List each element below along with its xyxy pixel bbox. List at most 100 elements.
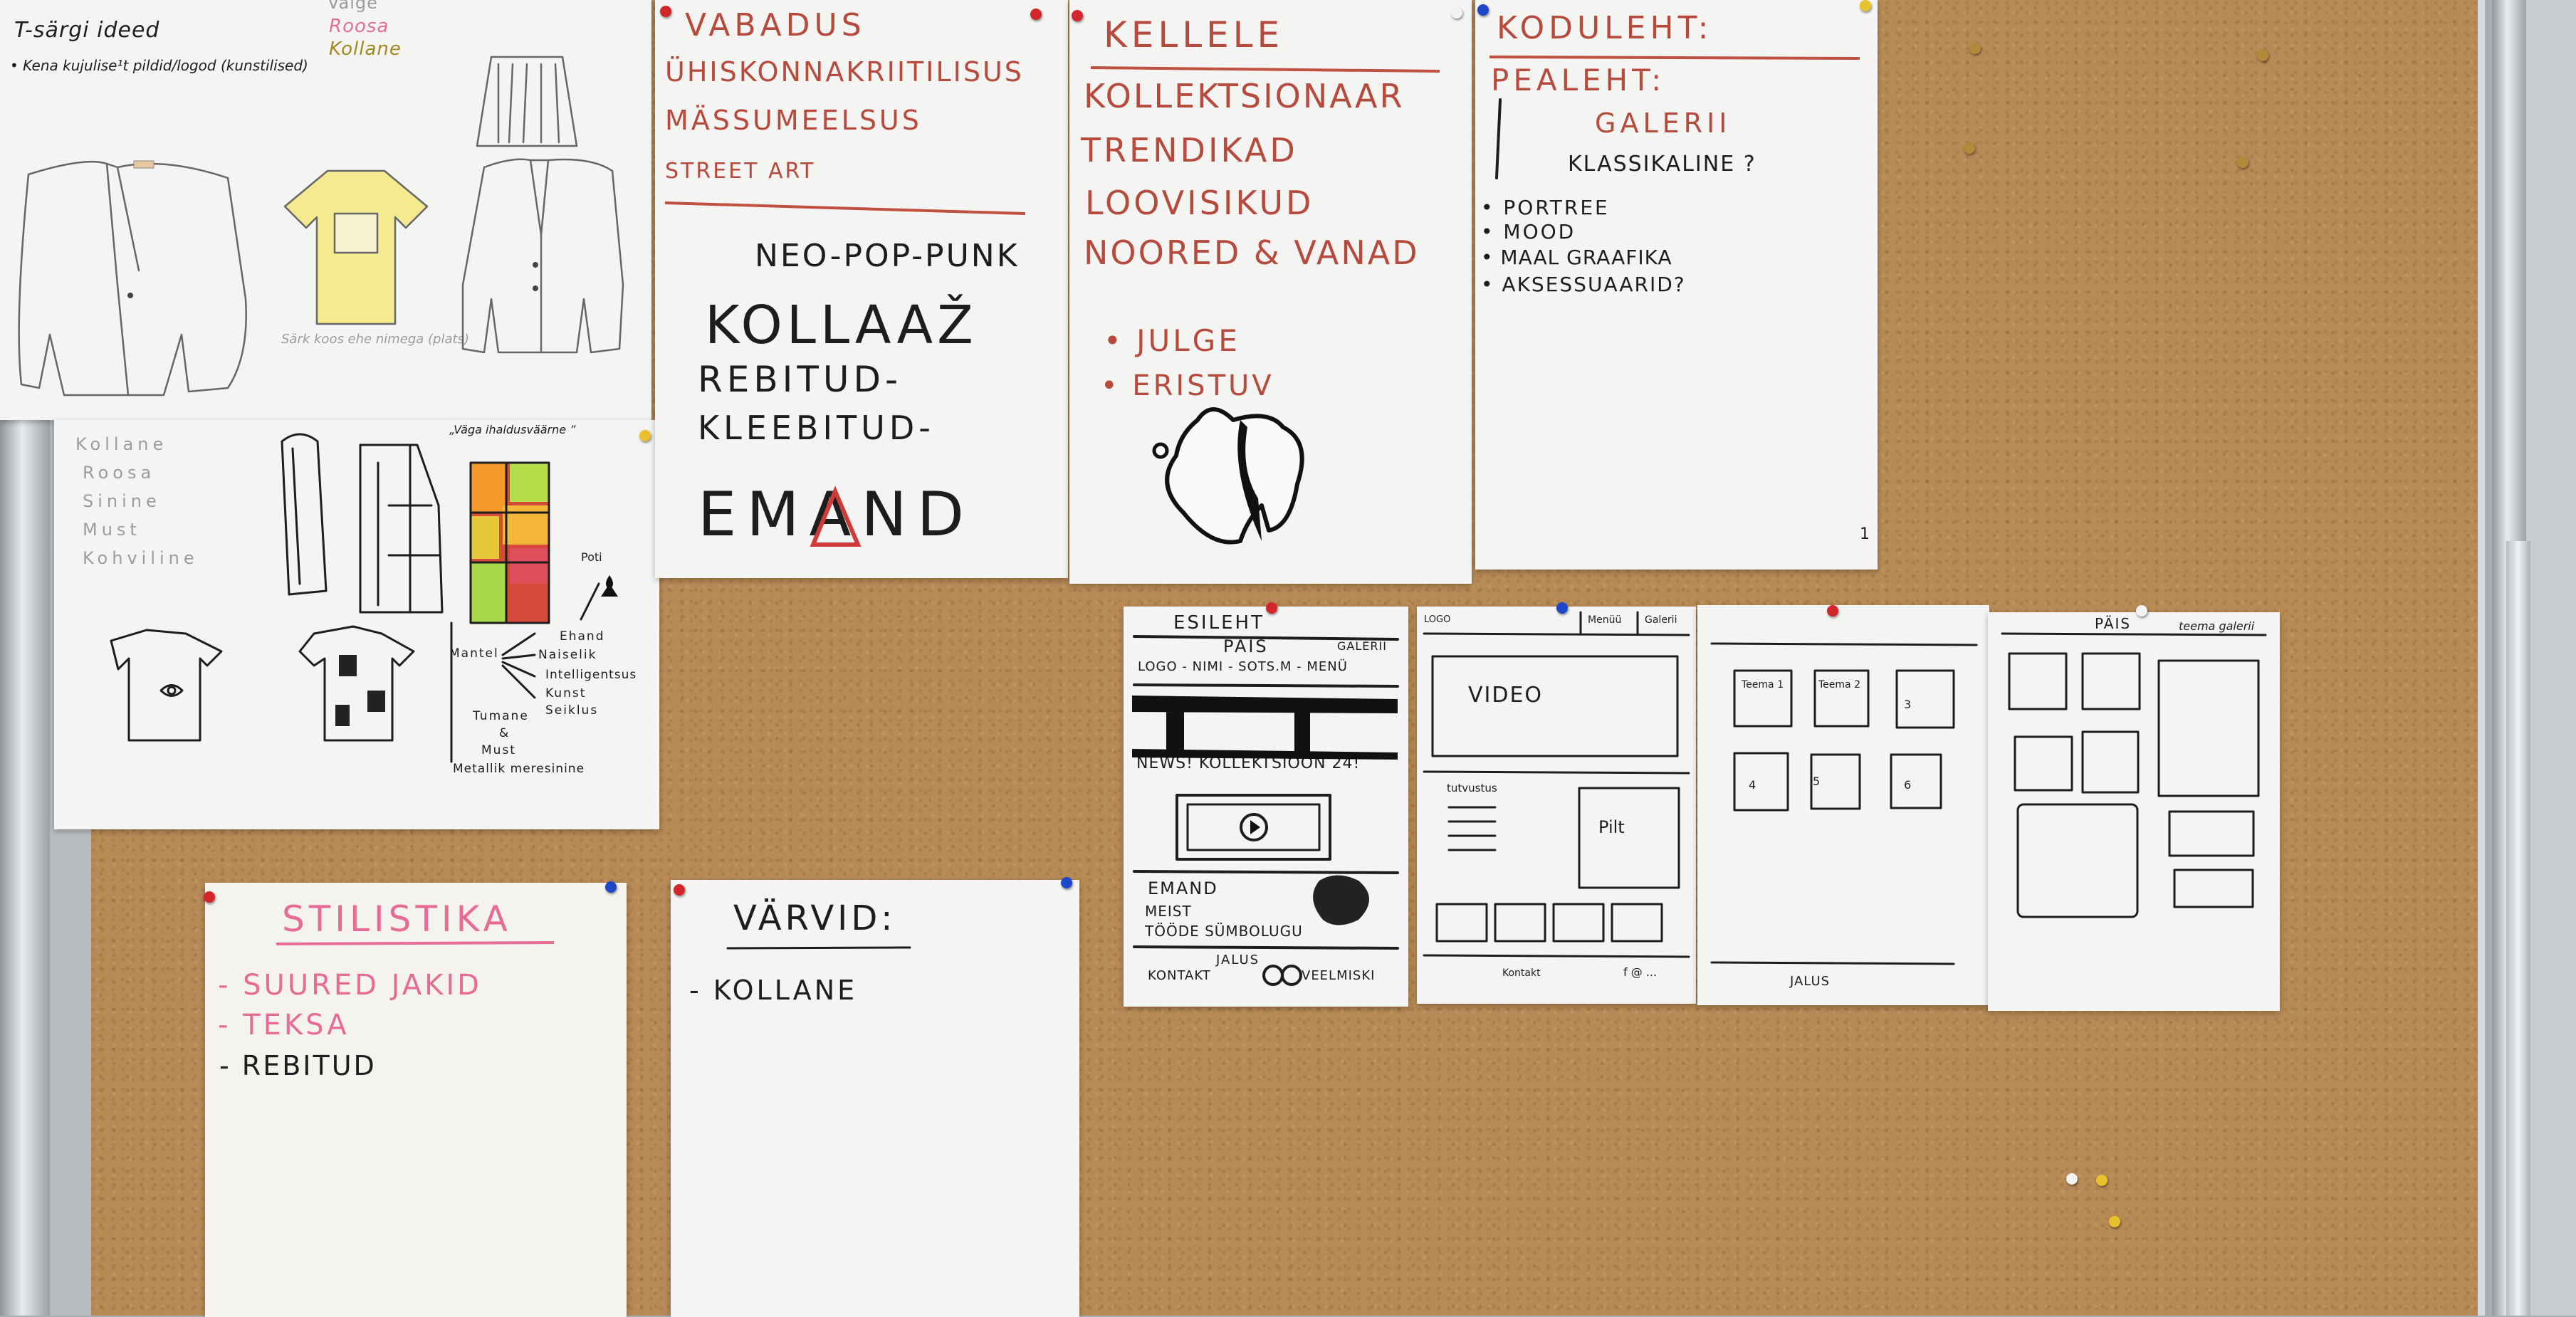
- homepage-item: • MAAL GRAAFIKA: [1481, 246, 1672, 269]
- audience-trait: • JULGE: [1104, 323, 1240, 358]
- push-pin: [2237, 157, 2248, 168]
- wireframe-image-label: Pilt: [1598, 817, 1625, 837]
- wireframe-menu: Menüü: [1588, 614, 1622, 626]
- collage-word: REBITUD-: [698, 359, 903, 400]
- audience-trait: • ERISTUV: [1101, 369, 1274, 402]
- label: Naiselik: [538, 648, 597, 662]
- wireframe-nav: LOGO - NIMI - SOTS.M - MENÜ: [1138, 659, 1348, 674]
- color-list-item: Kohviline: [83, 548, 199, 568]
- value-word: MÄSSUMEELSUS: [665, 105, 922, 136]
- title-underline: [726, 946, 911, 950]
- push-pin: [1860, 0, 1871, 11]
- push-pin: [2257, 50, 2268, 61]
- wireframe-topic-grid: Teema 1 Teema 2 3 4 5 6 JALUS: [1697, 605, 1989, 1005]
- audience-item: LOOVISIKUD: [1085, 184, 1314, 222]
- push-pin: [204, 891, 215, 903]
- clothing-colors-sheet: Kollane Roosa Sinine Must Kohviline „Väg…: [54, 420, 659, 829]
- push-pin: [1964, 142, 1975, 154]
- style-item: - TEKSA: [218, 1009, 350, 1041]
- wireframe-home-video: LOGO Menüü Galerii VIDEO tutvustus Pilt …: [1417, 607, 1696, 1004]
- classic-label: KLASSIKALINE ?: [1568, 152, 1756, 177]
- sheet-subtitle: PEALEHT:: [1491, 63, 1666, 98]
- sheet-quote: „Väga ihaldusväärne ”: [449, 423, 576, 436]
- wireframe-header: PÄIS: [1223, 636, 1269, 656]
- wireframe-gallery: GALERII: [1337, 639, 1387, 653]
- push-pin: [1061, 877, 1072, 888]
- sheet-title: VÄRVID:: [733, 898, 896, 938]
- topic-grid-layout: [1710, 642, 1978, 965]
- color-item: Kollane: [329, 38, 402, 60]
- push-pin: [674, 884, 685, 896]
- label: &: [499, 726, 511, 740]
- color-list-item: Must: [83, 520, 141, 540]
- sheet-title: T-särgi ideed: [14, 18, 160, 43]
- gallery-page-layout: [2001, 632, 2267, 918]
- home-video-layout: [1423, 611, 1690, 958]
- push-pin: [1072, 10, 1083, 21]
- wireframe-about: MEIST: [1145, 903, 1192, 920]
- value-word: ÜHISKONNAKRIITILISUS: [665, 56, 1024, 88]
- wireframe-email: VEELMISKI: [1302, 968, 1376, 983]
- wireframe-title: ESILEHT: [1173, 612, 1265, 634]
- audience-item: TRENDIKAD: [1081, 131, 1298, 169]
- homepage-sheet: KODULEHT: PEALEHT: GALERII KLASSIKALINE …: [1475, 0, 1878, 570]
- wireframe-news: NEWS! KOLLEKTSIOON 24!: [1136, 755, 1361, 772]
- wireframe-about: EMAND: [1148, 878, 1218, 898]
- push-pin: [639, 430, 651, 441]
- audience-item: KOLLEKTSIONAAR: [1084, 77, 1405, 115]
- sketch-caption: Särk koos ehe nimega (plats): [281, 332, 469, 347]
- wireframe-social: f @ ...: [1623, 965, 1658, 979]
- value-word: VABADUS: [685, 7, 866, 43]
- label: Kunst: [545, 686, 587, 701]
- homepage-item: • PORTREE: [1481, 196, 1610, 219]
- wireframe-header: PÄIS: [2095, 615, 2132, 632]
- label: Intelligentsus: [545, 668, 637, 682]
- grid-item-label: 4: [1749, 778, 1756, 792]
- gallery-label: GALERII: [1595, 107, 1732, 139]
- divider-lines: [664, 201, 1026, 547]
- brand-name: EMAND: [698, 479, 974, 550]
- board-frame-right-bar: [2506, 541, 2530, 1316]
- wireframe-footer: JALUS: [1216, 953, 1260, 967]
- page-number: 1: [1860, 525, 1870, 543]
- label: Metallik meresinine: [453, 762, 585, 776]
- style-item: - SUURED JAKID: [218, 969, 482, 1002]
- values-sheet: VABADUS ÜHISKONNAKRIITILISUS MÄSSUMEELSU…: [655, 0, 1068, 578]
- color-item: Valge: [328, 0, 378, 13]
- color-list-item: Kollane: [75, 434, 168, 454]
- title-underline: [276, 941, 555, 945]
- wireframe-intro: tutvustus: [1447, 782, 1497, 794]
- push-pin: [2136, 605, 2147, 616]
- stilistika-sheet: STILISTIKA - SUURED JAKID - TEKSA - REBI…: [205, 883, 627, 1317]
- push-pin: [1556, 602, 1568, 614]
- color-list-item: Roosa: [83, 463, 156, 483]
- push-pin: [1827, 605, 1838, 616]
- push-pin: [1969, 43, 1981, 54]
- varvid-sheet: VÄRVID: - KOLLANE: [671, 880, 1079, 1317]
- wireframe-gallery-page: PÄIS teema galerii: [1988, 612, 2280, 1011]
- grid-item-label: Teema 2: [1818, 679, 1860, 691]
- wireframe-video-label: VIDEO: [1468, 683, 1544, 708]
- emand-logo-drawing: [1090, 66, 1440, 545]
- collage-word: KLEEBITUD-: [698, 409, 935, 447]
- grid-item-label: 6: [1904, 778, 1912, 792]
- wireframe-footer: JALUS: [1790, 974, 1831, 989]
- homepage-item: • MOOD: [1481, 220, 1576, 243]
- push-pin: [2109, 1216, 2120, 1227]
- wireframe-gallery: Galerii: [1645, 614, 1677, 626]
- homepage-item: • AKSESSUAARID?: [1481, 273, 1686, 296]
- style-word: NEO-POP-PUNK: [755, 238, 1020, 274]
- push-pin: [1477, 4, 1489, 16]
- wireframe-contact: KONTAKT: [1148, 968, 1211, 983]
- homepage-lines: [1489, 56, 1860, 179]
- label: Seiklus: [545, 703, 599, 718]
- wireframe-footer: Kontakt: [1502, 967, 1541, 979]
- push-pin: [2066, 1173, 2078, 1185]
- collage-word: KOLLAAŽ: [705, 295, 978, 356]
- push-pin: [1266, 602, 1277, 614]
- style-item: - REBITUD: [219, 1050, 377, 1081]
- wireframe-front-page: ESILEHT PÄIS GALERII LOGO - NIMI - SOTS.…: [1124, 607, 1408, 1007]
- label: Mantel: [449, 646, 499, 661]
- sheet-note: • Kena kujulise¹t pildid/logod (kunstili…: [10, 57, 308, 74]
- label: Tumane: [473, 709, 529, 723]
